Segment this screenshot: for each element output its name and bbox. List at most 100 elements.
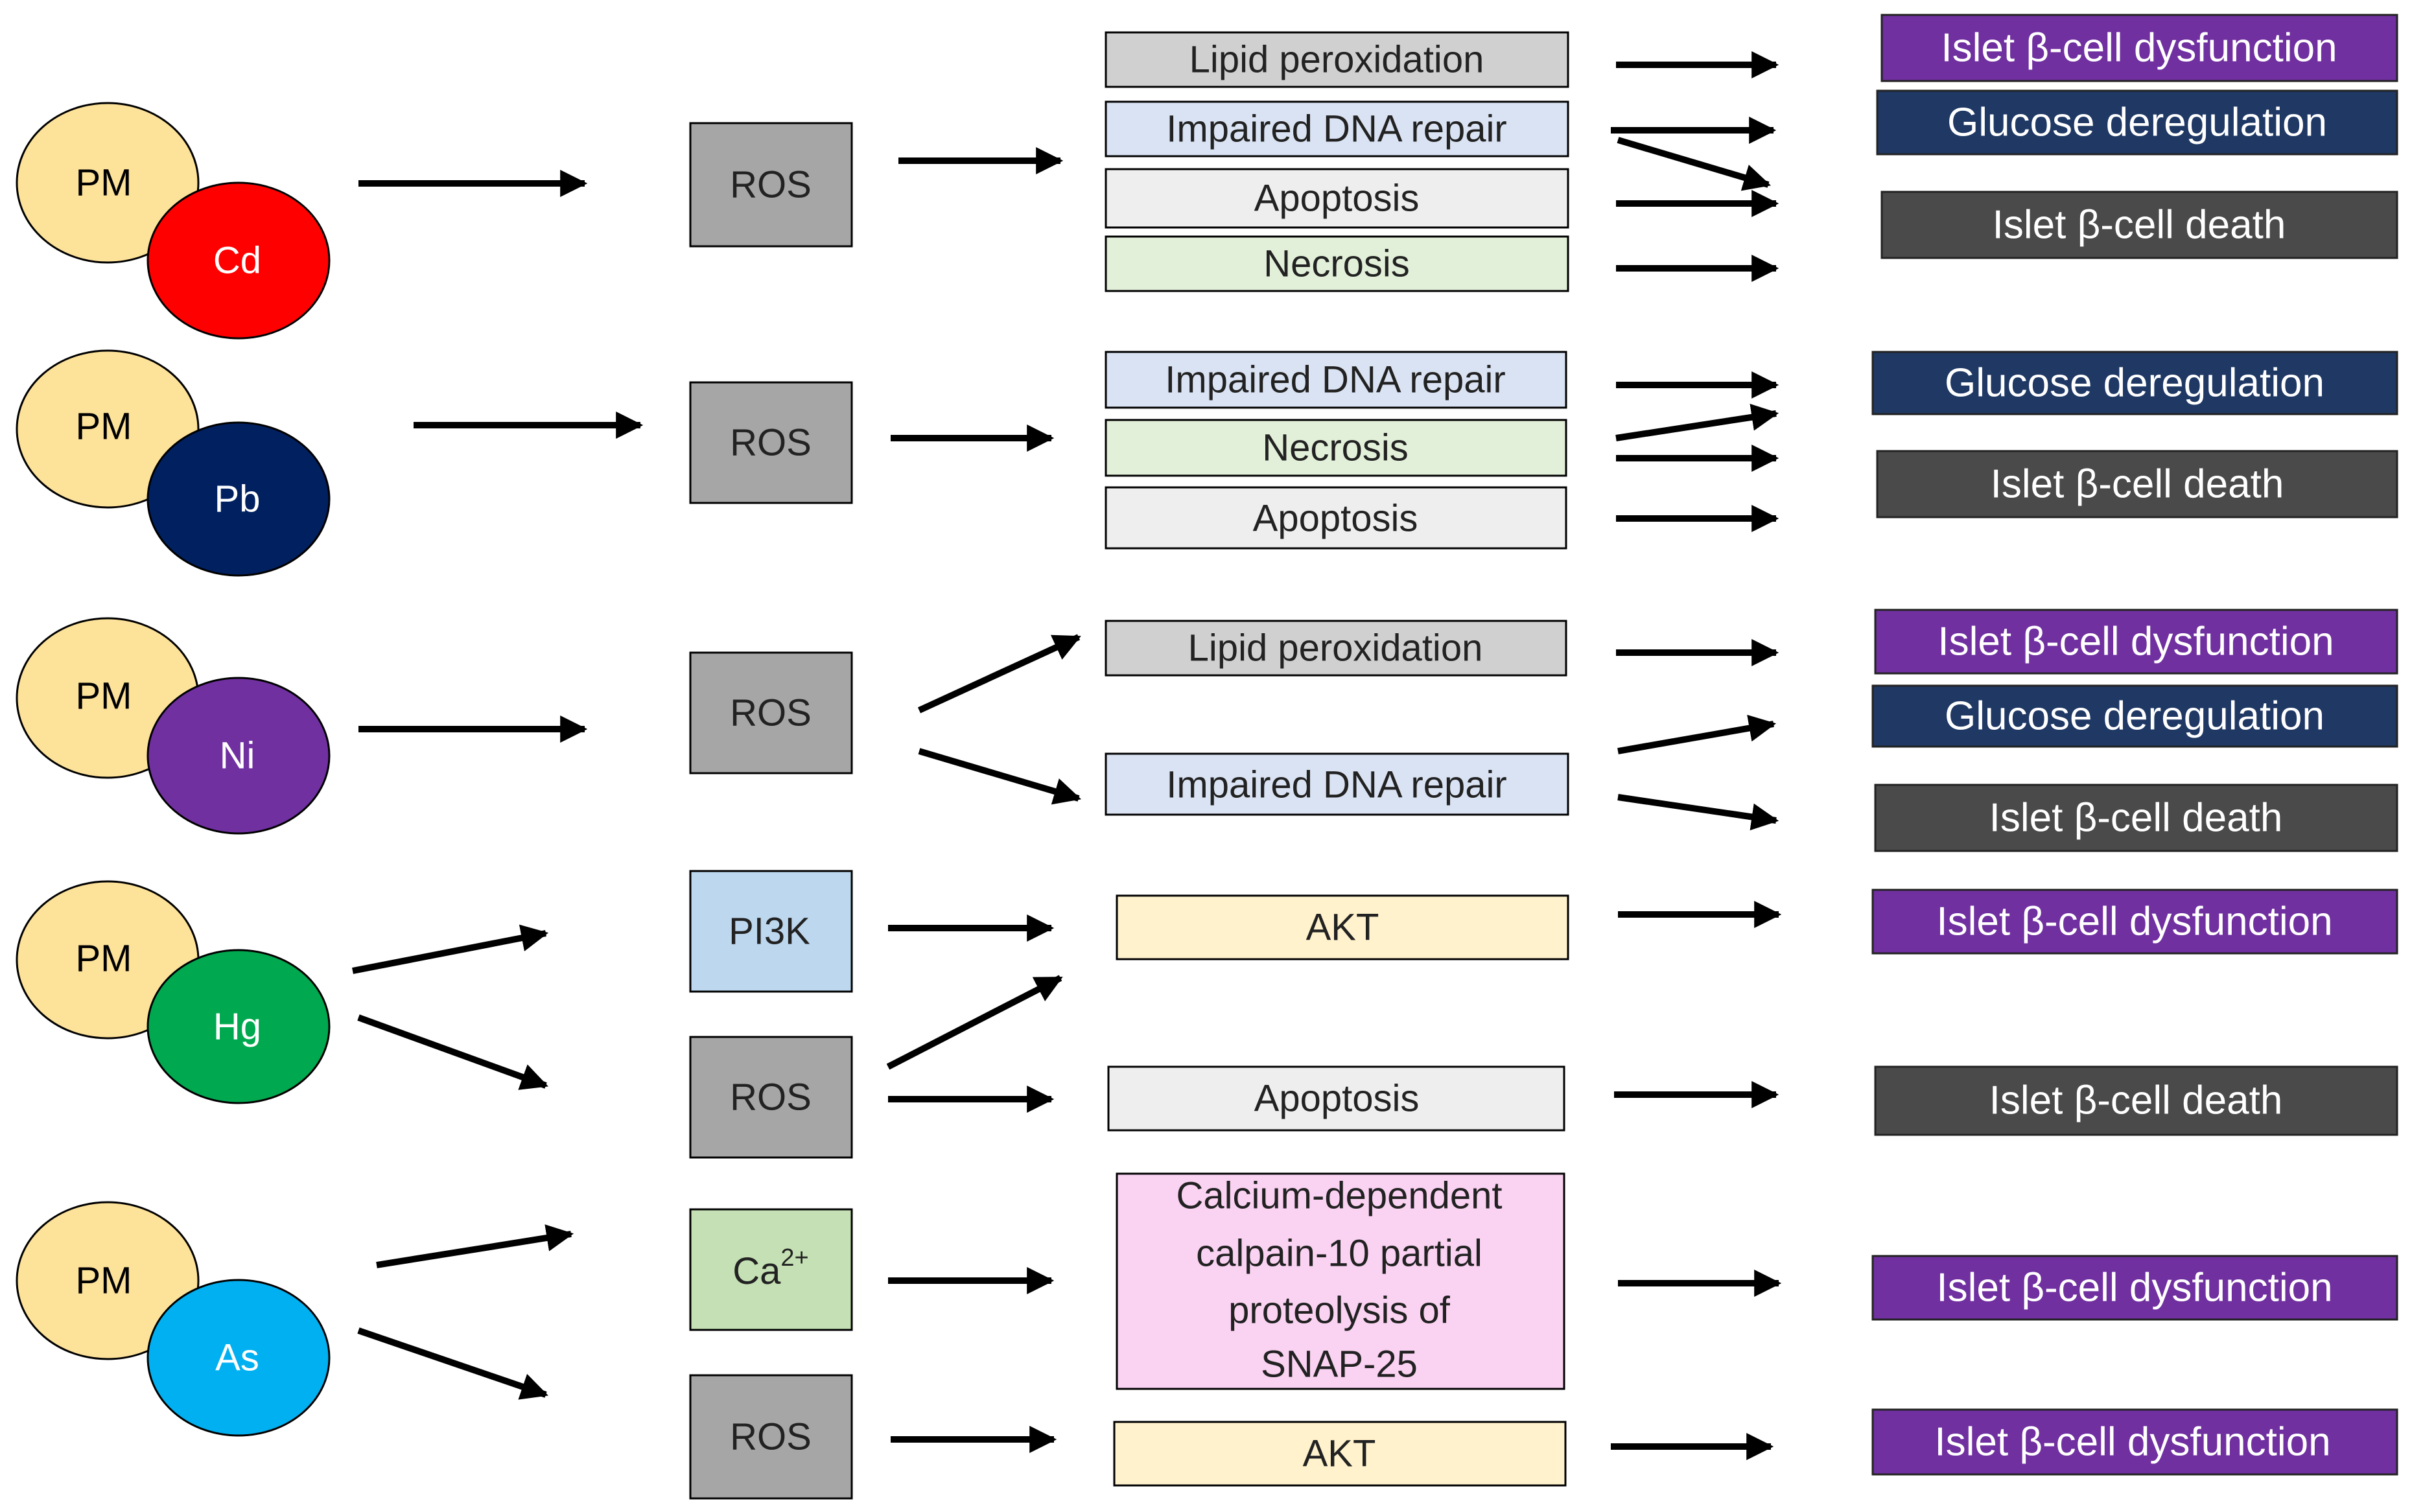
pm-label: PM bbox=[76, 162, 132, 204]
metal-circle-hg bbox=[146, 949, 331, 1104]
arrow bbox=[376, 1224, 574, 1268]
ca-box bbox=[689, 1208, 853, 1331]
outcome-label: Islet β-cell dysfunction bbox=[1936, 1266, 2332, 1310]
effect-box-necrosis bbox=[1105, 235, 1569, 292]
outcome-box-death bbox=[1876, 450, 2398, 518]
effect-label: SNAP-25 bbox=[1261, 1343, 1418, 1386]
effect-box-impaired-dna-repair bbox=[1105, 351, 1567, 409]
metal-circle-cd bbox=[146, 181, 331, 340]
metal-circle-pb bbox=[146, 421, 331, 577]
arrow bbox=[1617, 794, 1779, 831]
pm-circle bbox=[16, 349, 200, 509]
arrow bbox=[1615, 403, 1779, 441]
group-hg: PM Hg PI3K ROS AKT Apoptosis Islet β-cel… bbox=[16, 870, 2398, 1159]
outcome-label: Islet β-cell death bbox=[1993, 203, 2286, 248]
pm-circle bbox=[16, 1201, 200, 1360]
ros-label: ROS bbox=[730, 1416, 812, 1458]
effect-label: Necrosis bbox=[1262, 427, 1409, 469]
outcome-box-death bbox=[1874, 1065, 2398, 1136]
effect-box-akt bbox=[1113, 1421, 1567, 1487]
outcome-box-dysfunction bbox=[1871, 1408, 2398, 1476]
outcome-label: Islet β-cell dysfunction bbox=[1938, 620, 2334, 664]
outcome-label: Islet β-cell death bbox=[1989, 796, 2283, 841]
effect-label: Apoptosis bbox=[1253, 498, 1418, 540]
pi3k-label: PI3K bbox=[729, 911, 810, 953]
effect-label: AKT bbox=[1303, 1433, 1376, 1475]
outcome-box-dysfunction bbox=[1871, 1255, 2398, 1321]
outcome-label: Glucose deregulation bbox=[1945, 694, 2324, 739]
ros-label: ROS bbox=[730, 422, 812, 464]
outcome-box-dysfunction bbox=[1871, 889, 2398, 955]
arrow bbox=[1617, 714, 1777, 754]
effect-label: AKT bbox=[1306, 907, 1379, 949]
effect-box-impaired-dna-repair bbox=[1105, 752, 1569, 816]
ros-box bbox=[689, 1036, 853, 1159]
outcome-label: Islet β-cell dysfunction bbox=[1934, 1420, 2330, 1465]
arrow bbox=[917, 634, 1081, 714]
pm-label: PM bbox=[76, 1260, 132, 1302]
arrow bbox=[886, 975, 1063, 1070]
effect-label: proteolysis of bbox=[1228, 1290, 1451, 1332]
pi3k-box bbox=[689, 870, 853, 993]
outcome-label: Glucose deregulation bbox=[1947, 100, 2327, 145]
effect-label: Apoptosis bbox=[1254, 178, 1420, 220]
ca-label: Ca2+ bbox=[732, 1244, 808, 1292]
effect-label: Necrosis bbox=[1263, 243, 1410, 285]
ros-box bbox=[689, 651, 853, 774]
metal-label-hg: Hg bbox=[213, 1006, 261, 1048]
arrow bbox=[357, 1327, 548, 1400]
pm-label: PM bbox=[76, 938, 132, 980]
pm-label: PM bbox=[76, 406, 132, 448]
effect-box-akt bbox=[1116, 894, 1569, 960]
effect-box-calpain bbox=[1116, 1172, 1565, 1390]
group-as: PM As Ca2+ ROS Calcium-dependent calpain… bbox=[16, 1172, 2398, 1500]
ros-label: ROS bbox=[730, 1076, 812, 1119]
outcome-box-glucose bbox=[1876, 89, 2398, 156]
effect-box-lipid-peroxidation bbox=[1105, 31, 1569, 88]
group-ni: PM Ni ROS Lipid peroxidation Impaired DN… bbox=[16, 609, 2398, 852]
outcome-label: Islet β-cell death bbox=[1991, 462, 2284, 507]
ca-symbol: Ca bbox=[732, 1250, 781, 1292]
outcome-box-glucose bbox=[1871, 351, 2398, 415]
effect-label: Impaired DNA repair bbox=[1166, 764, 1506, 806]
effect-label: Calcium-dependent bbox=[1177, 1175, 1503, 1217]
group-pb: PM Pb ROS Impaired DNA repair Necrosis A… bbox=[16, 349, 2398, 577]
pm-label: PM bbox=[76, 675, 132, 717]
metal-label-as: As bbox=[215, 1337, 259, 1379]
effect-label: Lipid peroxidation bbox=[1188, 627, 1483, 669]
metal-circle-ni bbox=[146, 677, 331, 835]
outcome-label: Glucose deregulation bbox=[1945, 361, 2324, 406]
outcome-box-dysfunction bbox=[1880, 14, 2398, 82]
ros-label: ROS bbox=[730, 692, 812, 734]
metal-label-ni: Ni bbox=[220, 735, 255, 777]
arrow bbox=[918, 748, 1082, 805]
outcome-label: Islet β-cell dysfunction bbox=[1936, 900, 2332, 944]
effect-box-necrosis bbox=[1105, 419, 1567, 477]
outcome-label: Islet β-cell death bbox=[1989, 1078, 2283, 1123]
effect-label: Impaired DNA repair bbox=[1166, 108, 1506, 150]
arrow bbox=[357, 1014, 548, 1090]
arrow bbox=[1617, 137, 1772, 191]
pm-circle bbox=[16, 102, 200, 264]
metal-circle-as bbox=[146, 1279, 331, 1437]
outcome-box-dysfunction bbox=[1874, 609, 2398, 675]
metal-label-pb: Pb bbox=[215, 478, 261, 520]
outcome-box-death bbox=[1880, 191, 2398, 259]
effect-box-lipid-peroxidation bbox=[1105, 620, 1567, 677]
effect-label: Impaired DNA repair bbox=[1165, 359, 1505, 401]
metal-label-cd: Cd bbox=[213, 240, 261, 282]
group-cd: PM Cd ROS Lipid peroxidation Impaired DN… bbox=[16, 14, 2398, 340]
outcome-box-death bbox=[1874, 784, 2398, 852]
outcome-box-glucose bbox=[1871, 684, 2398, 748]
effect-label: Lipid peroxidation bbox=[1189, 39, 1484, 81]
ca-charge: 2+ bbox=[780, 1244, 808, 1272]
outcome-label: Islet β-cell dysfunction bbox=[1941, 26, 2337, 71]
ros-box bbox=[689, 1374, 853, 1500]
effect-box-apoptosis bbox=[1105, 168, 1569, 229]
effect-box-apoptosis bbox=[1105, 486, 1567, 550]
ros-box bbox=[689, 381, 853, 504]
effect-label: Apoptosis bbox=[1254, 1078, 1420, 1120]
arrow bbox=[352, 924, 549, 974]
